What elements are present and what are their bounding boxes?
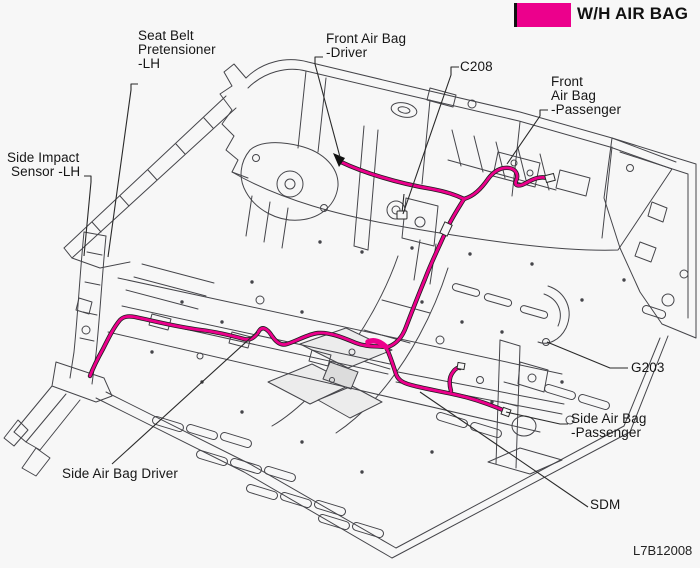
connector-stub <box>456 361 466 371</box>
connector-front-airbag-passenger <box>544 172 556 184</box>
legend-harness-swatch <box>514 3 571 27</box>
figure-code: L7B12008 <box>633 543 693 558</box>
leader-front-airbag-passenger <box>506 109 548 165</box>
harness-arrow <box>333 153 345 167</box>
connector-c208-plug <box>396 210 408 220</box>
leader-front-airbag-driver <box>314 56 341 158</box>
legend-label: W/H AIR BAG <box>577 4 689 23</box>
leader-lines <box>83 56 628 508</box>
leader-c208 <box>402 66 459 215</box>
leader-g203 <box>546 341 628 369</box>
leader-side-impact-sensor <box>83 175 92 257</box>
leader-seat-belt-pretensioner <box>107 83 138 258</box>
leader-side-airbag-driver <box>111 331 258 465</box>
label-front-air-bag-driver: Front Air Bag -Driver <box>326 31 407 60</box>
label-g203: G203 <box>631 360 665 375</box>
label-front-air-bag-passenger: Front Air Bag -Passenger <box>551 74 622 117</box>
connector-c208 <box>439 221 453 237</box>
body-line-art <box>3 59 697 559</box>
leader-side-airbag-passenger <box>505 411 568 425</box>
label-side-impact-sensor-lh: Side Impact Sensor -LH <box>7 150 81 179</box>
label-c208: C208 <box>460 59 493 74</box>
label-side-air-bag-passenger: Side Air Bag -Passenger <box>571 411 647 440</box>
harness-connectors <box>333 153 556 418</box>
airbag-wiring-harness <box>87 153 556 418</box>
label-seat-belt-pretensioner-lh: Seat Belt Pretensioner -LH <box>138 28 216 71</box>
harness-wire <box>88 160 549 413</box>
label-side-air-bag-driver: Side Air Bag Driver <box>62 466 178 481</box>
label-sdm: SDM <box>590 497 621 512</box>
leader-sdm <box>419 391 589 508</box>
